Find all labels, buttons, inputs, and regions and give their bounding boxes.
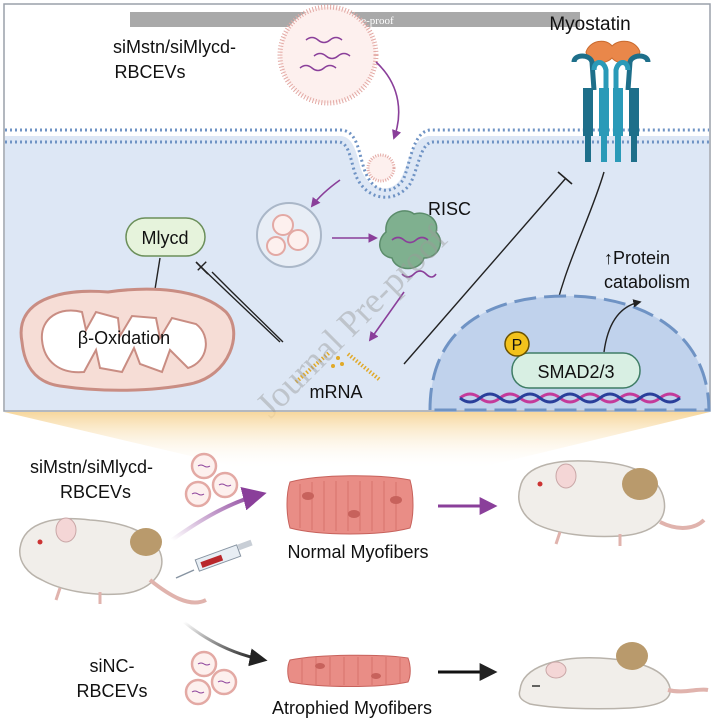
beta-oxidation-label: β-Oxidation	[78, 328, 170, 348]
rbcev-cluster-treated	[184, 452, 239, 508]
mouse-left	[19, 517, 207, 605]
endosome	[256, 202, 322, 268]
phospho-label: P	[512, 337, 523, 354]
myostatin-label: Myostatin	[549, 14, 630, 35]
inhibit-mlycd-line	[201, 267, 281, 343]
mlycd-box	[125, 217, 206, 257]
normal-myofibers-label: Normal Myofibers	[287, 542, 428, 562]
phospho-badge	[504, 331, 530, 357]
atrophied-myofibers-label: Atrophied Myofibers	[272, 698, 432, 718]
protein-label-line1: ↑Protein	[604, 248, 670, 268]
dna-strand	[459, 392, 681, 404]
arrow-control-to-muscle	[183, 620, 268, 667]
arrow-to-endosome	[310, 179, 341, 208]
inhibit-myostatin-bar	[557, 171, 573, 185]
arrow-treated-to-muscle	[170, 487, 267, 542]
glow-cone	[4, 412, 710, 470]
mouse-healthy	[518, 460, 706, 546]
control-label-line2: RBCEVs	[76, 681, 147, 701]
rbcev-vesicle	[277, 4, 379, 106]
rbcev-cluster-control	[184, 650, 238, 706]
atrophied-myofiber	[287, 654, 411, 687]
syringe-icon	[175, 539, 253, 579]
normal-myofiber	[286, 475, 414, 535]
cell-membrane	[5, 128, 709, 199]
mrna-label: mRNA	[310, 382, 363, 402]
risc-complex	[379, 210, 442, 278]
mlycd-label: Mlycd	[141, 228, 188, 248]
protein-label-line2: catabolism	[604, 272, 690, 292]
arrow-uptake	[375, 61, 402, 140]
inhibit-mlycd	[197, 261, 284, 343]
treated-label-line2: RBCEVs	[60, 482, 131, 502]
mrna-cleaved	[294, 350, 382, 384]
mouse-atrophied	[518, 642, 709, 710]
risc-label: RISC	[428, 199, 471, 219]
inhibit-myostatin-line	[403, 177, 567, 365]
rbcev-label-line2: RBCEVs	[114, 62, 185, 82]
arrow-to-mrna	[368, 291, 405, 342]
rbcev-label-line1: siMstn/siMlycd-	[113, 37, 236, 57]
mitochondrion	[19, 287, 236, 392]
smad-box	[511, 352, 641, 389]
arrow-to-catabolism	[603, 299, 642, 353]
endocytic-vesicle	[366, 153, 396, 183]
control-label-line1: siNC-	[90, 656, 135, 676]
myostatin-receptor	[571, 53, 651, 162]
smad-label: SMAD2/3	[537, 362, 614, 382]
treated-label-line1: siMstn/siMlycd-	[30, 457, 153, 477]
